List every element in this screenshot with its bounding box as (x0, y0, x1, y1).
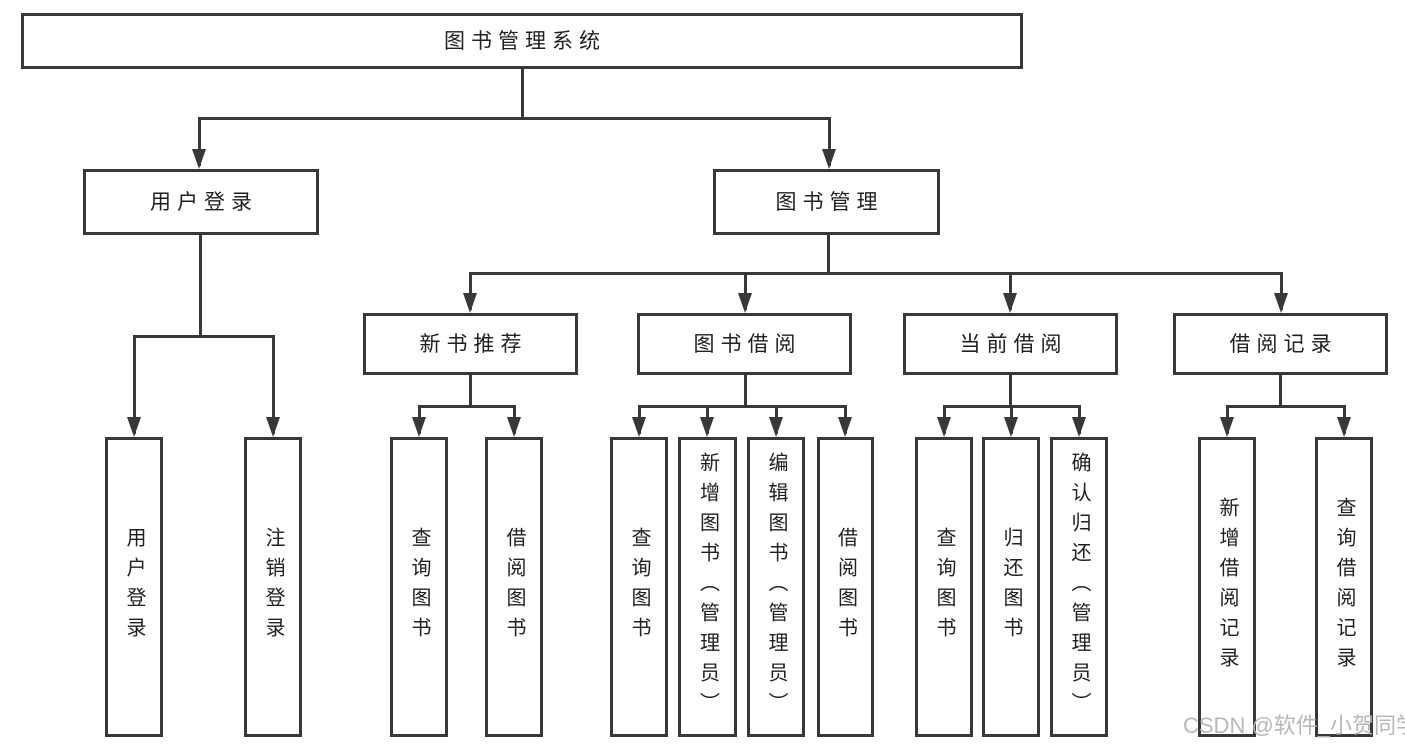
leaf-query-books-current-label: 查询图书 (933, 527, 955, 647)
node-borrowing-records-label: 借阅记录 (1229, 332, 1338, 356)
leaf-query-books-current: 查询图书 (915, 437, 973, 737)
arrowhead-icon (769, 417, 783, 437)
leaf-edit-books-admin-label: 编辑图书（管理员） (765, 452, 787, 722)
node-new-book-recommend-label: 新书推荐 (419, 332, 528, 356)
connector-line (197, 116, 831, 120)
arrowhead-icon (266, 417, 280, 437)
arrowhead-icon (632, 417, 646, 437)
connector-line (271, 336, 275, 434)
leaf-return-books-label: 归还图书 (1000, 527, 1022, 647)
arrowhead-icon (1004, 417, 1018, 437)
leaf-borrow-books-recommend-label: 借阅图书 (503, 527, 525, 647)
node-book-management-label: 图书管理 (775, 190, 884, 214)
node-book-borrowing-label: 图书借阅 (693, 332, 802, 356)
node-new-book-recommend: 新书推荐 (363, 313, 578, 375)
leaf-query-books-borrowing: 查询图书 (610, 437, 668, 737)
node-root: 图书管理系统 (21, 13, 1023, 69)
arrowhead-icon (507, 417, 521, 437)
connector-line (520, 69, 524, 118)
leaf-logout-label: 注销登录 (262, 527, 284, 647)
leaf-borrow-books-recommend: 借阅图书 (485, 437, 543, 737)
node-user-login: 用户登录 (83, 169, 319, 235)
arrowhead-icon (822, 149, 836, 169)
node-current-borrowing: 当前借阅 (903, 313, 1118, 375)
arrowhead-icon (463, 293, 477, 313)
connector-line (417, 404, 516, 408)
node-book-management: 图书管理 (713, 169, 940, 235)
leaf-confirm-return-admin-label: 确认归还（管理员） (1068, 452, 1090, 722)
leaf-logout: 注销登录 (244, 437, 302, 737)
arrowhead-icon (937, 417, 951, 437)
connector-line (132, 336, 136, 434)
arrowhead-icon (1072, 417, 1086, 437)
node-root-label: 图书管理系统 (444, 29, 606, 53)
leaf-edit-books-admin: 编辑图书（管理员） (747, 437, 805, 737)
leaf-borrow-books-borrowing: 借阅图书 (817, 437, 874, 737)
leaf-query-borrow-record: 查询借阅记录 (1315, 437, 1373, 737)
arrowhead-icon (412, 417, 426, 437)
leaf-add-books-admin: 新增图书（管理员） (678, 437, 737, 737)
connector-line (743, 375, 747, 406)
arrowhead-icon (1003, 293, 1017, 313)
leaf-add-borrow-record: 新增借阅记录 (1198, 437, 1256, 737)
leaf-query-books-recommend-label: 查询图书 (408, 527, 430, 647)
arrowhead-icon (1274, 293, 1288, 313)
leaf-query-books-recommend: 查询图书 (390, 437, 448, 737)
connector-line (1008, 375, 1012, 406)
node-current-borrowing-label: 当前借阅 (959, 332, 1068, 356)
node-user-login-label: 用户登录 (150, 190, 258, 214)
connector-line (468, 375, 472, 406)
node-borrowing-records: 借阅记录 (1173, 313, 1388, 375)
leaf-confirm-return-admin: 确认归还（管理员） (1050, 437, 1108, 737)
arrowhead-icon (1337, 417, 1351, 437)
watermark: CSDN @软件_小贺同学 (1183, 713, 1405, 738)
leaf-user-login: 用户登录 (105, 437, 163, 737)
leaf-return-books: 归还图书 (982, 437, 1040, 737)
connector-line (1008, 273, 1012, 310)
connector-line (132, 334, 275, 338)
connector-line (198, 235, 202, 336)
arrowhead-icon (192, 149, 206, 169)
leaf-query-books-borrowing-label: 查询图书 (628, 527, 650, 647)
leaf-add-borrow-record-label: 新增借阅记录 (1216, 497, 1238, 677)
connector-line (1225, 404, 1346, 408)
arrowhead-icon (1220, 417, 1234, 437)
arrowhead-icon (700, 417, 714, 437)
connector-line (827, 118, 831, 166)
connector-line (468, 273, 472, 310)
connector-line (468, 271, 1283, 275)
connector-line (197, 118, 201, 166)
leaf-borrow-books-borrowing-label: 借阅图书 (834, 527, 857, 647)
arrowhead-icon (738, 293, 752, 313)
leaf-user-login-label: 用户登录 (123, 527, 145, 647)
leaf-query-borrow-record-label: 查询借阅记录 (1333, 497, 1355, 677)
arrowhead-icon (838, 417, 852, 437)
connector-line (1278, 375, 1282, 406)
connector-line (826, 235, 830, 273)
connector-line (637, 404, 847, 408)
leaf-add-books-admin-label: 新增图书（管理员） (696, 452, 719, 722)
connector-line (743, 273, 747, 310)
node-book-borrowing: 图书借阅 (637, 313, 852, 375)
connector-line (1279, 273, 1283, 310)
arrowhead-icon (127, 417, 141, 437)
